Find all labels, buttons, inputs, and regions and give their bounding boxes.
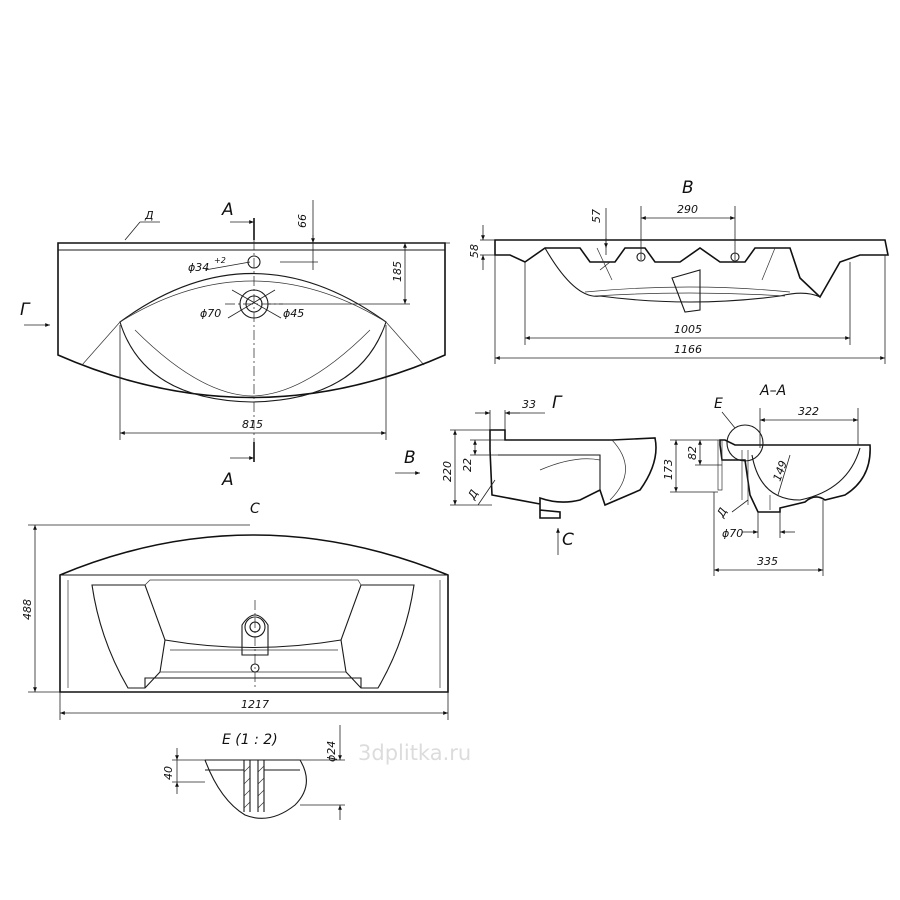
dim-815: 815 (242, 418, 263, 431)
side-view-label-c: C (562, 530, 574, 550)
dim-290: 290 (677, 203, 698, 216)
dim-58: 58 (468, 244, 481, 258)
section-label-aa: A–A (759, 383, 786, 399)
detail-arc (204, 759, 307, 819)
bottom-view: C 488 1217 (21, 501, 449, 720)
dim-33: 33 (522, 398, 536, 411)
bottom-view-outline (59, 534, 449, 693)
bottom-view-label-c: C (250, 501, 260, 517)
dia-45: ϕ45 (283, 307, 304, 320)
side-arrow-label-b: B (404, 448, 416, 468)
dim-173: 173 (662, 459, 675, 480)
detail-label-d: Д (144, 209, 154, 222)
section-dia-70: ϕ70 (722, 527, 743, 540)
detail-view: E (1 : 2) 40 ϕ24 (162, 725, 345, 820)
view-label-g: Г (20, 300, 31, 320)
side-view-outline (489, 429, 657, 519)
side-detail-d: Д (465, 487, 481, 502)
dim-57: 57 (590, 209, 603, 223)
detail-e-circle (726, 424, 764, 462)
dim-1005: 1005 (674, 323, 702, 336)
dim-1166: 1166 (674, 343, 702, 356)
section-detail-d: Д (714, 505, 730, 520)
section-view: A–A E 322 82 173 149 Д ϕ70 335 (662, 383, 871, 576)
dim-149: 149 (771, 459, 790, 483)
dim-40: 40 (162, 766, 175, 780)
dia-70: ϕ70 (200, 307, 221, 320)
front-view: B 290 57 58 1005 1166 (468, 178, 889, 364)
dim-488: 488 (21, 599, 34, 620)
basin-bowl-outer (119, 272, 387, 403)
dim-185: 185 (391, 261, 404, 282)
side-view: Г 33 220 22 Д B C (395, 393, 657, 555)
section-label-a-top: A (221, 200, 234, 220)
detail-label-e: E (1 : 2) (222, 732, 278, 748)
watermark: 3dplitka.ru (358, 741, 471, 765)
dim-22: 22 (461, 458, 474, 472)
dim-1217: 1217 (241, 698, 269, 711)
top-view: A A Г Д 66 185 815 ϕ34 +2 ϕ70 ϕ45 (20, 200, 450, 490)
basin-top-outline (57, 242, 446, 399)
dim-66: 66 (296, 214, 309, 228)
section-outline (719, 439, 871, 513)
dia-24: ϕ24 (325, 741, 338, 762)
section-label-a-bottom: A (221, 470, 234, 490)
front-view-outline (494, 239, 889, 299)
view-label-g-side: Г (552, 393, 563, 413)
dia-34: ϕ34 (188, 261, 209, 274)
dim-82: 82 (686, 446, 699, 460)
dim-322: 322 (798, 405, 819, 418)
view-label-b: B (682, 178, 694, 198)
section-detail-e: E (714, 396, 723, 412)
dim-220: 220 (441, 461, 454, 482)
dim-335: 335 (757, 555, 778, 568)
dia-34-tolerance: +2 (214, 256, 226, 265)
